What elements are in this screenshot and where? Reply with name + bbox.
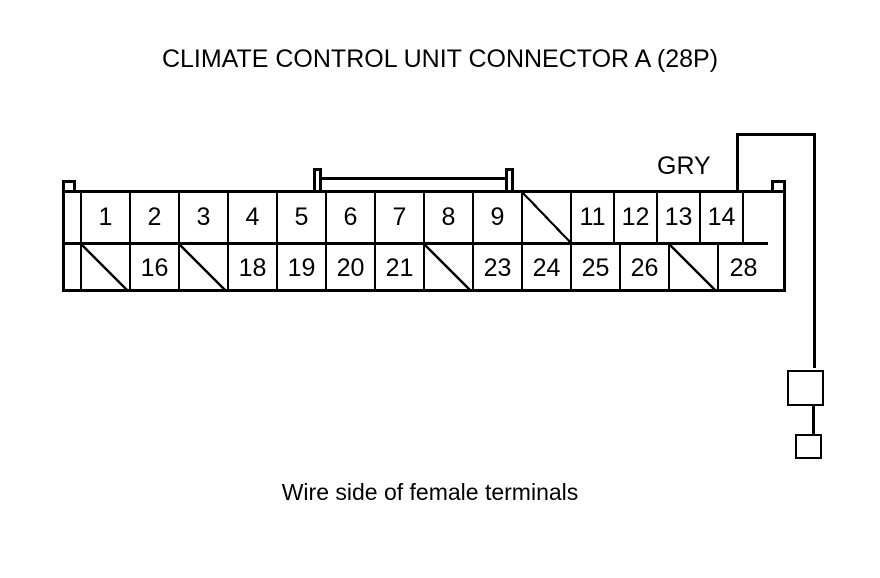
wire-color-label-gry: GRY xyxy=(657,152,711,180)
page-title: CLIMATE CONTROL UNIT CONNECTOR A (28P) xyxy=(161,45,719,73)
pin-cell-1: 1 xyxy=(82,193,131,242)
pin-cell-5: 5 xyxy=(278,193,327,242)
unused-cavity-top-10 xyxy=(523,193,572,242)
edge-key-cell-bottom-0 xyxy=(65,245,82,292)
unused-cavity-bottom-8 xyxy=(425,245,474,292)
unused-cavity-bottom-3 xyxy=(180,245,229,292)
pin-cell-25: 25 xyxy=(572,245,621,292)
pin-cell-19: 19 xyxy=(278,245,327,292)
pin-cell-12: 12 xyxy=(615,193,658,242)
pin-cell-26: 26 xyxy=(621,245,670,292)
pin-cell-7: 7 xyxy=(376,193,425,242)
diagram-caption: Wire side of female terminals xyxy=(281,479,579,505)
latch-shelf xyxy=(313,177,514,191)
pin-cell-20: 20 xyxy=(327,245,376,292)
pin-cell-3: 3 xyxy=(180,193,229,242)
pin-cell-18: 18 xyxy=(229,245,278,292)
pin-cell-2: 2 xyxy=(131,193,180,242)
pin-cell-28: 28 xyxy=(729,254,758,282)
terminal-link-line xyxy=(812,406,815,436)
edge-key-cell-top-0 xyxy=(65,193,82,242)
terminal-box-small xyxy=(795,434,822,459)
pin-cell-13: 13 xyxy=(658,193,701,242)
unused-cavity-bottom-13 xyxy=(670,245,719,292)
pin-cell-24: 24 xyxy=(523,245,572,292)
pin-cell-6: 6 xyxy=(327,193,376,242)
pin-cell-14: 14 xyxy=(701,193,744,242)
left-edge-key xyxy=(62,180,76,193)
pin-cell-16: 16 xyxy=(131,245,180,292)
leader-line xyxy=(813,190,816,368)
latch-post-left xyxy=(313,168,322,191)
right-edge-key xyxy=(771,180,786,193)
pin-cell-23: 23 xyxy=(474,245,523,292)
pin-cell-11: 11 xyxy=(572,193,615,242)
latch-post-right xyxy=(505,168,514,191)
pin-cell-4: 4 xyxy=(229,193,278,242)
pin-cell-8: 8 xyxy=(425,193,474,242)
pin-cell-21: 21 xyxy=(376,245,425,292)
pin-cell-9: 9 xyxy=(474,193,523,242)
terminal-box-large xyxy=(787,370,824,406)
edge-key-cell-top-15 xyxy=(744,193,770,242)
unused-cavity-bottom-1 xyxy=(82,245,131,292)
